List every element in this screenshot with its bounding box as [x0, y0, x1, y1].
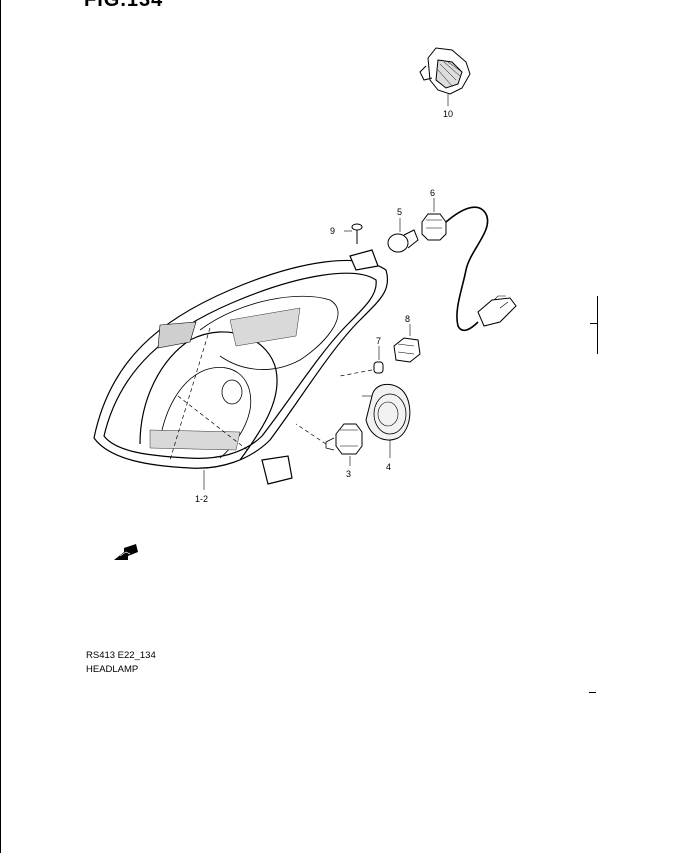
part-8-position-socket	[393, 324, 421, 363]
callout-1-2: 1-2	[195, 494, 208, 504]
part-9-screw	[344, 223, 363, 244]
callout-3: 3	[346, 469, 351, 479]
part-3-halogen-bulb	[295, 423, 363, 466]
diagram-code: RS413 E22_134	[86, 650, 156, 661]
callout-8: 8	[405, 314, 410, 324]
figure-title: FIG.134	[84, 0, 164, 11]
part-10-side-turn-lamp	[419, 47, 471, 106]
part-5-position-bulb	[387, 218, 419, 253]
front-direction-arrow-icon	[114, 544, 138, 560]
diagram-name: HEADLAMP	[86, 664, 139, 675]
callout-5: 5	[397, 207, 402, 217]
page-border	[0, 0, 6, 853]
part-6-socket-harness	[421, 198, 517, 332]
callout-4: 4	[386, 462, 391, 472]
callout-10: 10	[443, 109, 453, 119]
margin-mark-tick	[590, 323, 598, 324]
callout-6: 6	[430, 188, 435, 198]
callout-7: 7	[376, 336, 381, 346]
part-4-dust-cover	[362, 383, 411, 458]
margin-mark-vertical	[597, 296, 598, 354]
part-1-2-headlamp-housing	[93, 249, 389, 490]
callout-9: 9	[330, 226, 335, 236]
part-7-wedge-bulb	[339, 346, 384, 377]
margin-mark-dash	[589, 692, 596, 693]
